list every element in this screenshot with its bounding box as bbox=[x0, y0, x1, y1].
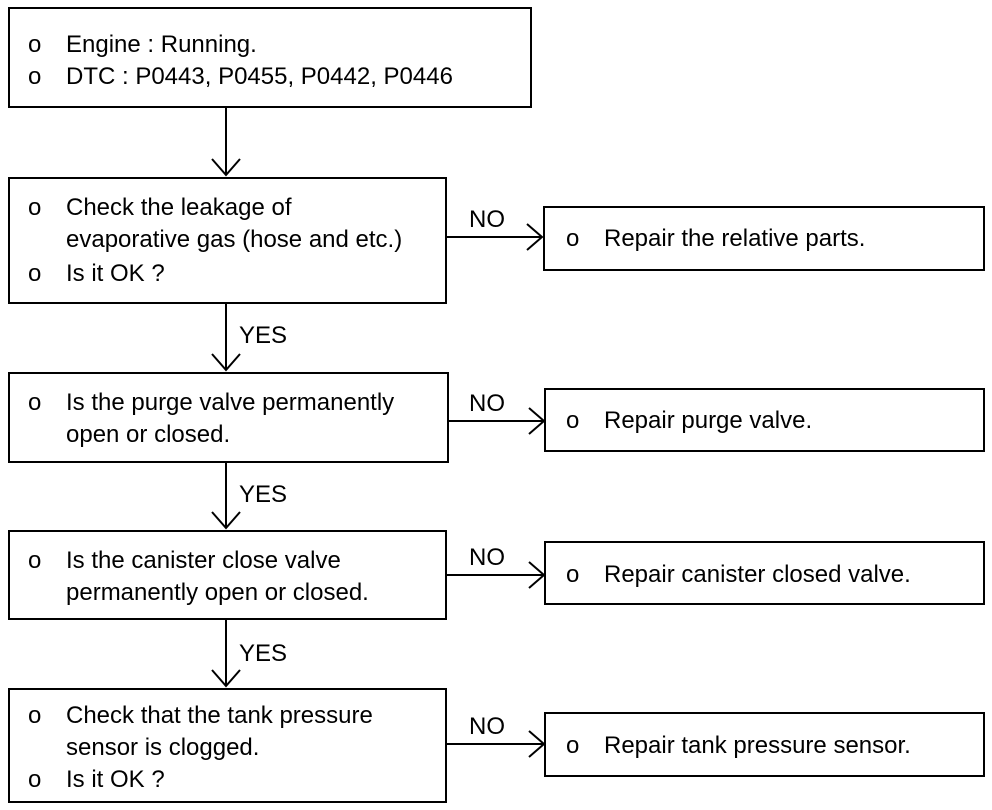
bullet: o bbox=[28, 194, 42, 221]
step4-action-text: Repair tank pressure sensor. bbox=[604, 732, 911, 759]
bullet: o bbox=[28, 63, 42, 90]
bullet: o bbox=[28, 547, 42, 574]
step4-action-box: o Repair tank pressure sensor. bbox=[544, 712, 985, 777]
bullet: o bbox=[28, 702, 42, 729]
step1-decision-box: o Check the leakage of evaporative gas (… bbox=[8, 177, 447, 304]
arrowhead-step2-to-step3 bbox=[211, 511, 241, 530]
step4-no-label: NO bbox=[469, 713, 505, 740]
step3-line-1: Is the canister close valve bbox=[66, 547, 341, 574]
step4-line-1: Check that the tank pressure bbox=[66, 702, 373, 729]
bullet: o bbox=[28, 766, 42, 793]
step1-yes-label: YES bbox=[239, 322, 288, 349]
step3-action-text: Repair canister closed valve. bbox=[604, 561, 911, 588]
step3-line-2: permanently open or closed. bbox=[66, 579, 369, 606]
step2-line-2: open or closed. bbox=[66, 421, 231, 448]
arrowhead-step4-no bbox=[528, 730, 546, 758]
arrowhead-step1-to-step2 bbox=[211, 353, 241, 372]
step3-yes-label: YES bbox=[239, 640, 288, 667]
arrowhead-step1-no bbox=[526, 223, 544, 251]
step1-line-3: Is it OK ? bbox=[66, 260, 165, 287]
step2-action-box: o Repair purge valve. bbox=[544, 388, 985, 452]
bullet: o bbox=[566, 732, 580, 759]
step1-line-1: Check the leakage of bbox=[66, 194, 292, 221]
start-box: o Engine : Running. o DTC : P0443, P0455… bbox=[8, 7, 532, 108]
step1-line-2: evaporative gas (hose and etc.) bbox=[66, 226, 403, 253]
step2-action-text: Repair purge valve. bbox=[604, 407, 813, 434]
arrowhead-start-to-step1 bbox=[211, 158, 241, 177]
step3-decision-box: o Is the canister close valve permanentl… bbox=[8, 530, 447, 620]
step3-no-label: NO bbox=[469, 544, 505, 571]
step2-line-1: Is the purge valve permanently bbox=[66, 389, 395, 416]
arrowhead-step3-to-step4 bbox=[211, 669, 241, 688]
step4-line-3: Is it OK ? bbox=[66, 766, 165, 793]
start-line-engine: Engine : Running. bbox=[66, 31, 257, 58]
step2-decision-box: o Is the purge valve permanently open or… bbox=[8, 372, 449, 463]
bullet: o bbox=[566, 225, 580, 252]
step4-line-2: sensor is clogged. bbox=[66, 734, 260, 761]
step1-action-box: o Repair the relative parts. bbox=[543, 206, 985, 271]
arrowhead-step2-no bbox=[528, 407, 546, 435]
step2-no-label: NO bbox=[469, 390, 505, 417]
step1-no-label: NO bbox=[469, 206, 505, 233]
bullet: o bbox=[28, 260, 42, 287]
bullet: o bbox=[28, 31, 42, 58]
start-line-dtc: DTC : P0443, P0455, P0442, P0446 bbox=[66, 63, 453, 90]
step1-action-text: Repair the relative parts. bbox=[604, 225, 866, 252]
step2-yes-label: YES bbox=[239, 481, 288, 508]
bullet: o bbox=[566, 407, 580, 434]
bullet: o bbox=[28, 389, 42, 416]
arrowhead-step3-no bbox=[528, 561, 546, 589]
step3-action-box: o Repair canister closed valve. bbox=[544, 541, 985, 605]
bullet: o bbox=[566, 561, 580, 588]
step4-decision-box: o Check that the tank pressure sensor is… bbox=[8, 688, 447, 803]
